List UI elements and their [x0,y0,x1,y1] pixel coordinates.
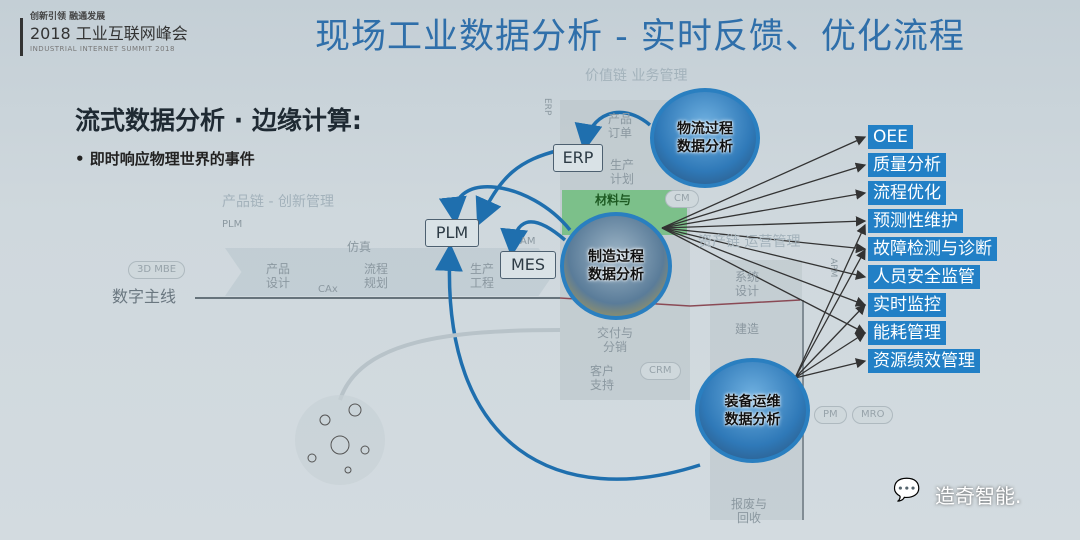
output-tag-oee: OEE [868,125,913,149]
output-tag-safety: 人员安全监管 [868,265,980,289]
output-tag-monitor: 实时监控 [868,293,946,317]
wechat-icon: 💬 [893,478,921,503]
process-plan-label: 流程 规划 [364,262,389,290]
equipment-analysis-circle: 装备运维 数据分析 [695,358,810,463]
molecule-icon [295,395,385,485]
system-design-label: 系统 设计 [735,270,760,298]
simulation-label: 仿真 [347,240,372,254]
watermark: 造奇智能. [935,484,1022,508]
scm-pill: CM [665,190,699,208]
mro-pill: MRO [852,406,894,424]
output-tag-quality: 质量分析 [868,153,946,177]
crm-pill: CRM [640,362,681,380]
pm-pill: PM [814,406,847,424]
material-label: 材料与 [595,193,632,207]
apm-label: APM [828,258,838,278]
digital-thread-label: 数字主线 [112,287,177,306]
scrap-label: 报废与 回收 [731,497,768,525]
output-tag-predictive: 预测性维护 [868,209,963,233]
header-bar [20,18,23,56]
delivery-label: 交付与 分销 [597,326,634,354]
prod-eng-label: 生产 工程 [470,262,495,290]
header-event-en: INDUSTRIAL INTERNET SUMMIT 2018 [30,45,175,53]
cax-label: CAx [318,284,338,295]
header-slogan: 创新引领 融通发展 [30,12,106,22]
output-tag-process: 流程优化 [868,181,946,205]
plm-small-label: PLM [222,219,243,230]
slide-subtitle: 流式数据分析 · 边缘计算: [75,106,362,135]
plm-box: PLM [425,219,479,247]
value-chain-label: 价值链 业务管理 [585,68,688,84]
manufacturing-analysis-circle: 制造过程 数据分析 [560,212,672,320]
bullet-point: • 即时响应物理世界的事件 [75,150,255,168]
product-chain-label: 产品链 - 创新管理 [222,194,334,210]
asset-chain-label: 资产链 运营管理 [698,234,801,250]
am-label: AM [520,236,536,247]
output-tag-resource: 资源绩效管理 [868,349,980,373]
erp-box: ERP [553,144,603,172]
header-event: 2018 工业互联网峰会 [30,24,188,43]
logistics-analysis-circle: 物流过程 数据分析 [650,88,760,188]
output-tag-fault: 故障检测与诊断 [868,237,997,261]
mbe-pill: 3D MBE [128,261,186,279]
erp-vertical-label: ERP [542,98,552,116]
support-label: 客户 支持 [590,364,615,392]
prod-plan-label: 生产 计划 [610,158,635,186]
mes-box: MES [500,251,556,279]
product-design-label: 产品 设计 [266,262,291,290]
slide-title: 现场工业数据分析 - 实时反馈、优化流程 [315,17,965,57]
build-label: 建造 [735,322,760,336]
output-tag-energy: 能耗管理 [868,321,946,345]
order-label: 产品 订单 [608,112,633,140]
